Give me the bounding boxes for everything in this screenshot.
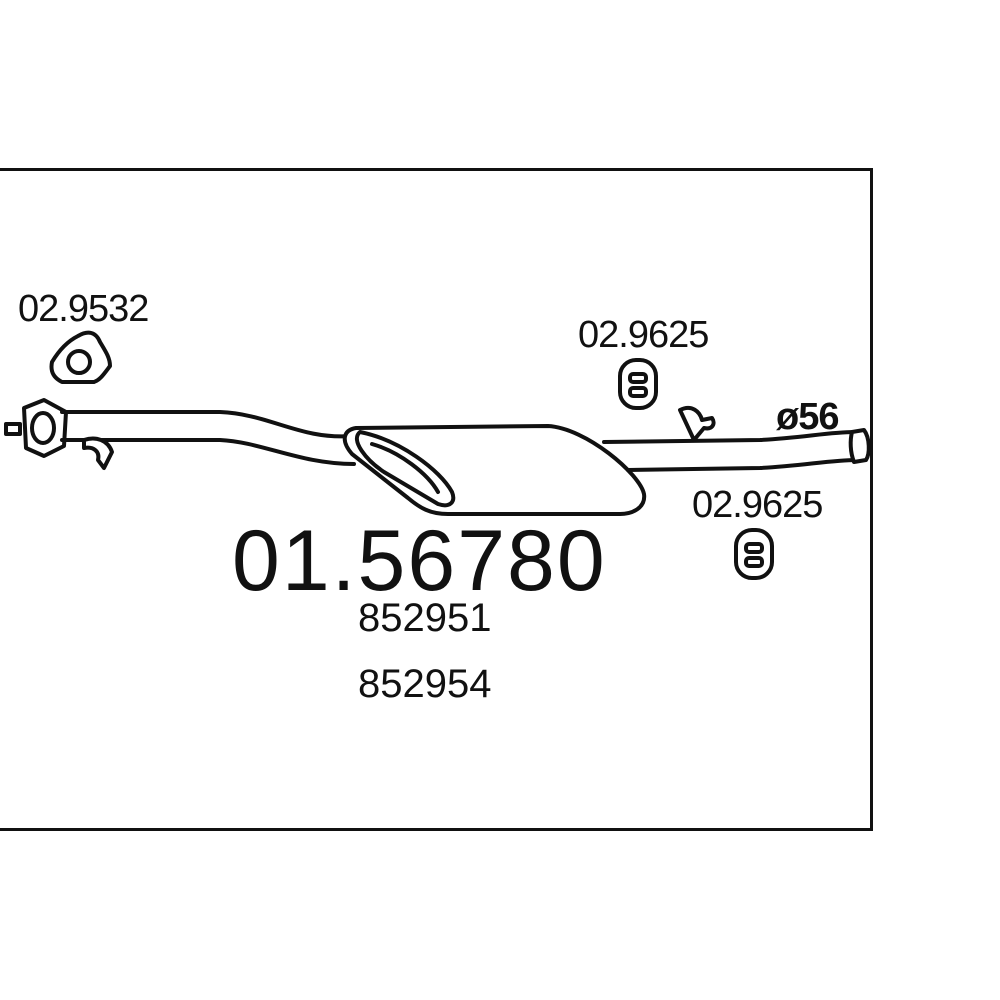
front-hook — [82, 436, 114, 470]
front-pipe — [60, 410, 356, 466]
drawing-frame — [0, 168, 873, 831]
hanger-bottom-part-number: 02.9625 — [692, 484, 823, 526]
oem-number-1: 852951 — [358, 596, 492, 640]
gasket-02-9532 — [49, 330, 112, 384]
oem-number-2: 852954 — [358, 662, 492, 706]
muffler — [342, 424, 647, 516]
hanger-top-02-9625 — [618, 358, 658, 410]
hanger-bottom-02-9625 — [734, 528, 774, 580]
tail-end — [848, 428, 871, 464]
rear-hook — [678, 405, 716, 442]
main-part-number: 01.56780 — [232, 513, 607, 609]
diameter-label: ø56 — [776, 396, 839, 438]
gasket-part-number: 02.9532 — [18, 288, 149, 330]
hanger-top-part-number: 02.9625 — [578, 314, 709, 356]
front-flange — [4, 398, 68, 458]
rear-pipe — [602, 430, 858, 472]
